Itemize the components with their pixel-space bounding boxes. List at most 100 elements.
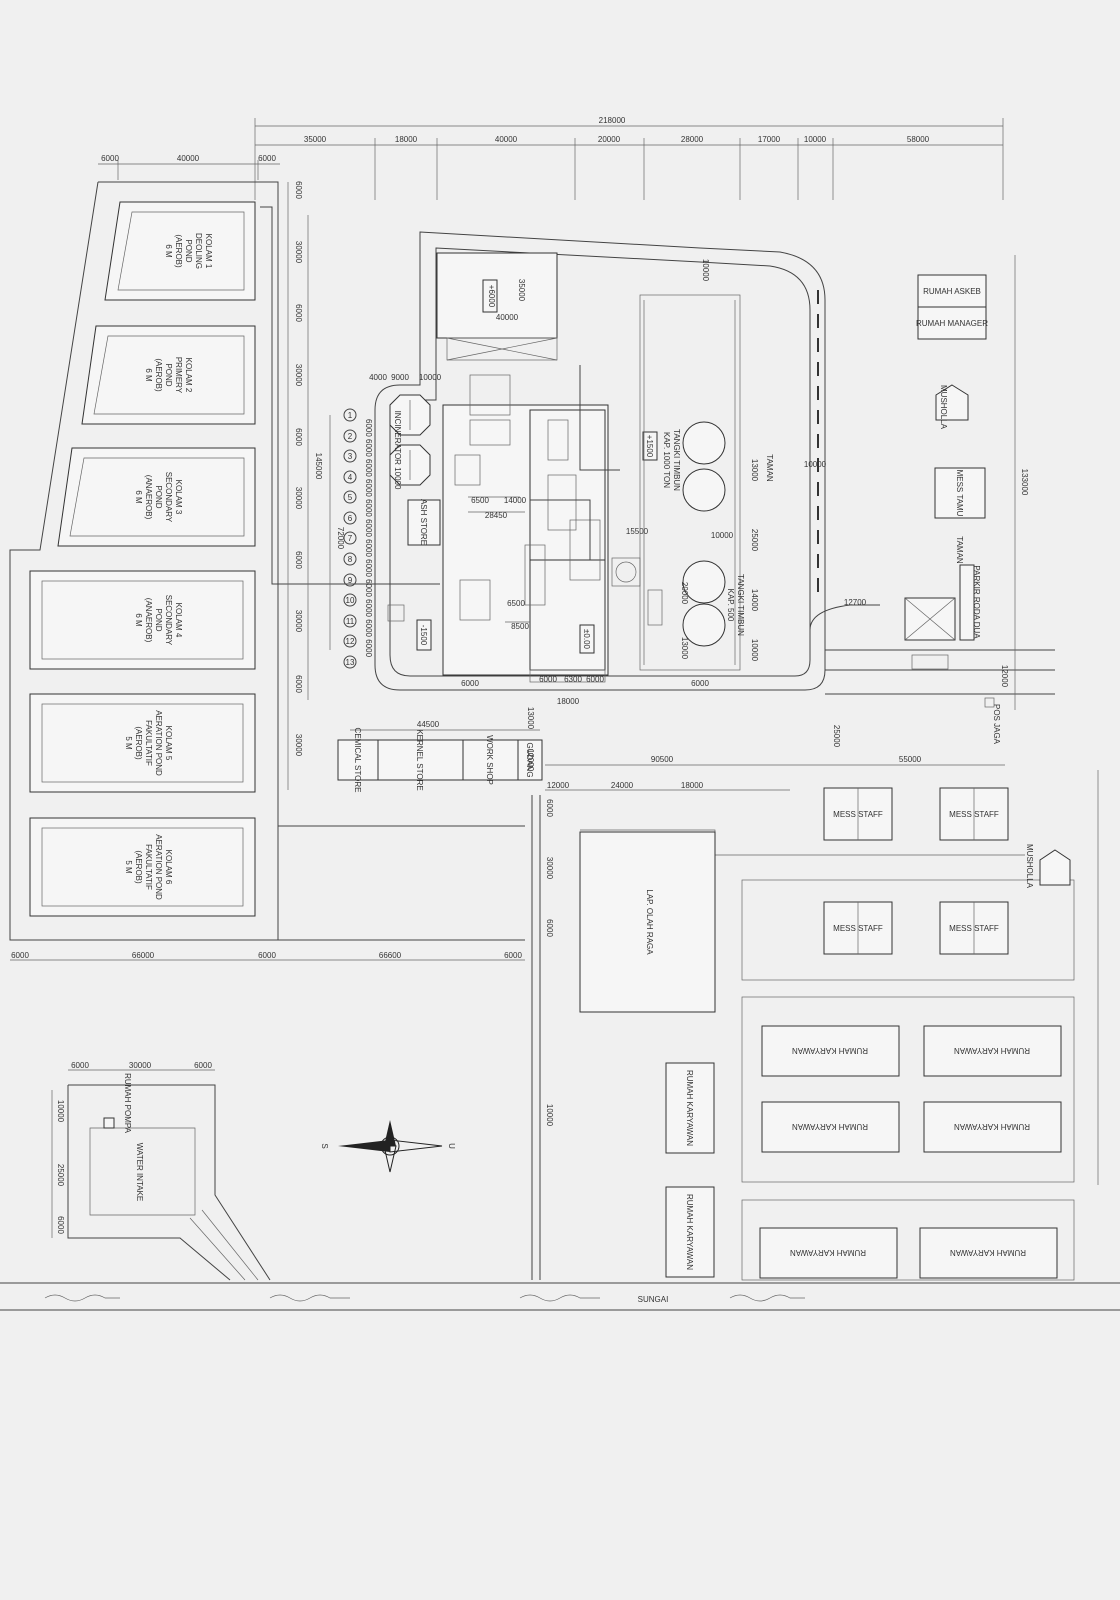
- column-markers: 1 2 3 4 5 6 7 8 9 10 11 12 13 6000 6000 …: [343, 408, 373, 669]
- column-marker: 10: [346, 596, 355, 605]
- column-marker: 6: [348, 514, 353, 523]
- dim-top-segment: 17000: [758, 135, 781, 144]
- mill-dim: 10000: [804, 460, 827, 469]
- pond-label: POND: [154, 608, 163, 631]
- pond-label: (ANAEROB): [144, 475, 153, 520]
- musholla-label: MUSHOLLA: [1025, 844, 1034, 889]
- lap-olah-raga-label: LAP. OLAH RAGA: [645, 889, 654, 955]
- pond-label: 6 M: [164, 244, 173, 258]
- column-marker: 8: [348, 555, 353, 564]
- dim-top-segment: 58000: [907, 135, 930, 144]
- dim-bottom: 6000: [258, 951, 276, 960]
- store-dim: 25000: [832, 725, 841, 748]
- pond-label: KOLAM 4: [174, 603, 183, 638]
- musholla-icon: [1039, 849, 1071, 886]
- musholla-icon: [935, 384, 969, 421]
- column-marker: 5: [348, 493, 353, 502]
- pond-label: 6 M: [134, 490, 143, 504]
- pond-label: 6 M: [144, 368, 153, 382]
- parkir-label: PARKIR RODA DUA: [972, 565, 981, 639]
- intake-dim-side: 10000: [56, 1100, 65, 1123]
- pond-label: KOLAM 1: [204, 234, 213, 269]
- pond-label: KOLAM 3: [174, 480, 183, 515]
- level-label: ±0.00: [582, 629, 591, 650]
- mill-dim: 10000: [711, 531, 734, 540]
- dim-total-width: 218000: [599, 116, 626, 125]
- mill-dim: 10000: [701, 259, 710, 282]
- mess-tamu-label: MESS TAMU: [955, 470, 964, 517]
- pond-label: KOLAM 6: [164, 850, 173, 885]
- pond-label: KOLAM 2: [184, 358, 193, 393]
- pond-label: POND: [164, 363, 173, 386]
- mill-dim: 25000: [750, 529, 759, 552]
- store-dim: 12000: [547, 781, 570, 790]
- pond-label: (AEROB): [134, 850, 143, 884]
- store-dim: 30000: [545, 857, 554, 880]
- pond-label: AERATION POND: [154, 834, 163, 900]
- mill-dim: 9000: [391, 373, 409, 382]
- store-label: WORK SHOP: [485, 735, 494, 785]
- column-marker: 2: [348, 432, 353, 441]
- mill-dim: 10000: [419, 373, 442, 382]
- mill-dim: 20000: [680, 582, 689, 605]
- column-marker: 9: [348, 576, 353, 585]
- intake-dim-side: 6000: [56, 1216, 65, 1234]
- dim-bottom: 6000: [11, 951, 29, 960]
- river-label: SUNGAI: [638, 1295, 669, 1304]
- intake-dim-side: 25000: [56, 1164, 65, 1187]
- pond-label: DEOLING: [194, 233, 203, 269]
- mill-dim: 12700: [844, 598, 867, 607]
- store-label: KERNEL STORE: [415, 729, 424, 790]
- water-intake-label: WATER INTAKE: [135, 1143, 144, 1202]
- pond-label: KOLAM 5: [164, 726, 173, 761]
- store-dim: 24000: [611, 781, 634, 790]
- tank-label: KAP. 500: [726, 589, 735, 622]
- rumah-manager-label: RUMAH MANAGER: [916, 319, 988, 328]
- store-dim: 44500: [417, 720, 440, 729]
- column-marker: 4: [348, 473, 353, 482]
- mill-area: +6000 INCINERATOR 10000 ASH STORE 1 2 3 …: [343, 231, 1055, 706]
- column-marker: 13: [346, 658, 355, 667]
- musholla-label: MUSHOLLA: [939, 385, 948, 430]
- mill-dim: 15500: [626, 527, 649, 536]
- dim-pond-side: 6000: [294, 551, 303, 569]
- dim-top-segment: 20000: [598, 135, 621, 144]
- ash-store-label: ASH STORE: [419, 499, 428, 545]
- pond-label: (ANAEROB): [144, 598, 153, 643]
- mill-dim: 13000: [750, 459, 759, 482]
- mess-staff-label: MESS STAFF: [949, 924, 999, 933]
- level-label: -1500: [419, 625, 428, 646]
- mill-dim: 14000: [750, 589, 759, 612]
- dim-pond-top: 6000: [101, 154, 119, 163]
- mill-dim: 6000: [586, 675, 604, 684]
- pond-label: (AEROB): [134, 726, 143, 760]
- rumah-karyawan-label: RUMAH KARYAWAN: [790, 1248, 866, 1257]
- dim-inner-vertical: 72000: [336, 527, 345, 550]
- dim-right-vertical: 133000: [1020, 469, 1029, 496]
- intake-dim-top: 30000: [129, 1061, 152, 1070]
- pond-label: FAKULTATIF: [144, 844, 153, 890]
- dim-bottom: 6000: [504, 951, 522, 960]
- store-dim: 10000: [545, 1104, 554, 1127]
- column-marker: 7: [348, 534, 353, 543]
- rumah-karyawan-label: RUMAH KARYAWAN: [954, 1122, 1030, 1131]
- tank-label: KAP. 1000 TON: [662, 432, 671, 488]
- mill-dim: 6000: [461, 679, 479, 688]
- pond-label: AERATION POND: [154, 710, 163, 776]
- mill-dim: 6500: [471, 496, 489, 505]
- taman-label: TAMAN: [765, 454, 774, 482]
- pond-label: (AEROB): [154, 358, 163, 392]
- store-label: GUDANG: [525, 742, 534, 777]
- rumah-karyawan-label: RUMAH KARYAWAN: [954, 1046, 1030, 1055]
- column-marker: 12: [346, 637, 355, 646]
- mill-dim: 6000: [691, 679, 709, 688]
- store-dim: 90500: [651, 755, 674, 764]
- dim-pond-side: 6000: [294, 428, 303, 446]
- rumah-askeb-label: RUMAH ASKEB: [923, 287, 981, 296]
- dim-pond-side: 6000: [294, 181, 303, 199]
- dim-pond-top: 6000: [258, 154, 276, 163]
- dim-pond-side: 30000: [294, 364, 303, 387]
- mill-dim: 8500: [511, 622, 529, 631]
- mill-dim: 28450: [485, 511, 508, 520]
